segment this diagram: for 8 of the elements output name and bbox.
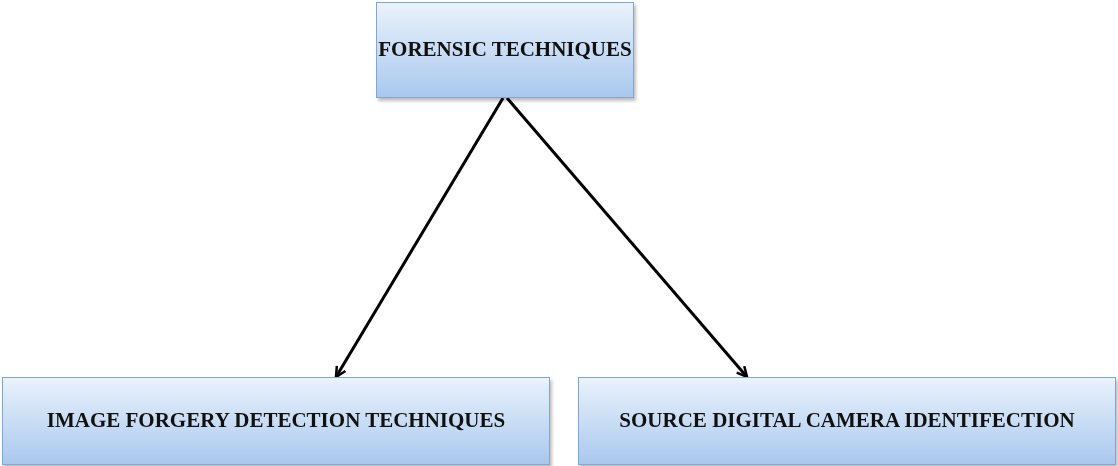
process-box — [578, 377, 1116, 465]
box-label: FORENSIC TECHNIQUES — [378, 36, 632, 64]
arrow — [334, 97, 505, 379]
process-box — [376, 2, 634, 98]
arrow — [505, 97, 749, 379]
box-label: SOURCE DIGITAL CAMERA IDENTIFECTION — [619, 407, 1075, 435]
process-box — [2, 377, 550, 465]
box-label: IMAGE FORGERY DETECTION TECHNIQUES — [46, 407, 506, 435]
